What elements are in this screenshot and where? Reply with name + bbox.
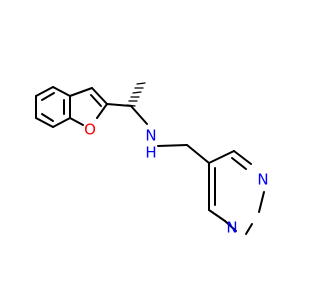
- bond: [69, 117, 84, 126]
- benzene-ring: [35, 86, 71, 128]
- double-bond-inner: [231, 157, 247, 170]
- bond: [69, 87, 93, 97]
- molecule-canvas: O N H N N: [35, 82, 269, 237]
- furan-ring: [69, 87, 108, 126]
- linker: [157, 144, 210, 164]
- amine-hydrogen-label: H: [145, 144, 156, 162]
- double-bond-inner: [41, 92, 55, 101]
- bond: [52, 117, 71, 128]
- bond: [106, 103, 132, 107]
- bond: [258, 191, 265, 213]
- structure-diagram: O N H N N: [35, 82, 269, 237]
- bond: [35, 86, 54, 97]
- bond: [186, 144, 210, 164]
- double-bond-inner: [90, 94, 102, 107]
- bond: [52, 86, 71, 97]
- bond: [208, 150, 235, 164]
- hashed-wedge-bond: [126, 82, 146, 107]
- bond: [91, 87, 108, 105]
- bond: [157, 144, 188, 147]
- pyrimidine-n3-label: N: [226, 219, 237, 237]
- bond: [96, 103, 108, 119]
- bond: [130, 105, 148, 125]
- amine-nitrogen-label: N: [145, 127, 156, 145]
- chiral-center: [106, 82, 148, 125]
- pyrimidine-ring: [208, 150, 265, 235]
- bond: [35, 117, 54, 128]
- oxygen-atom-label: O: [84, 121, 96, 139]
- bond: [208, 209, 226, 222]
- double-bond-inner: [41, 113, 54, 122]
- bond: [224, 220, 237, 232]
- bond: [245, 223, 253, 235]
- pyrimidine-n1-label: N: [257, 171, 268, 189]
- bond: [233, 150, 252, 165]
